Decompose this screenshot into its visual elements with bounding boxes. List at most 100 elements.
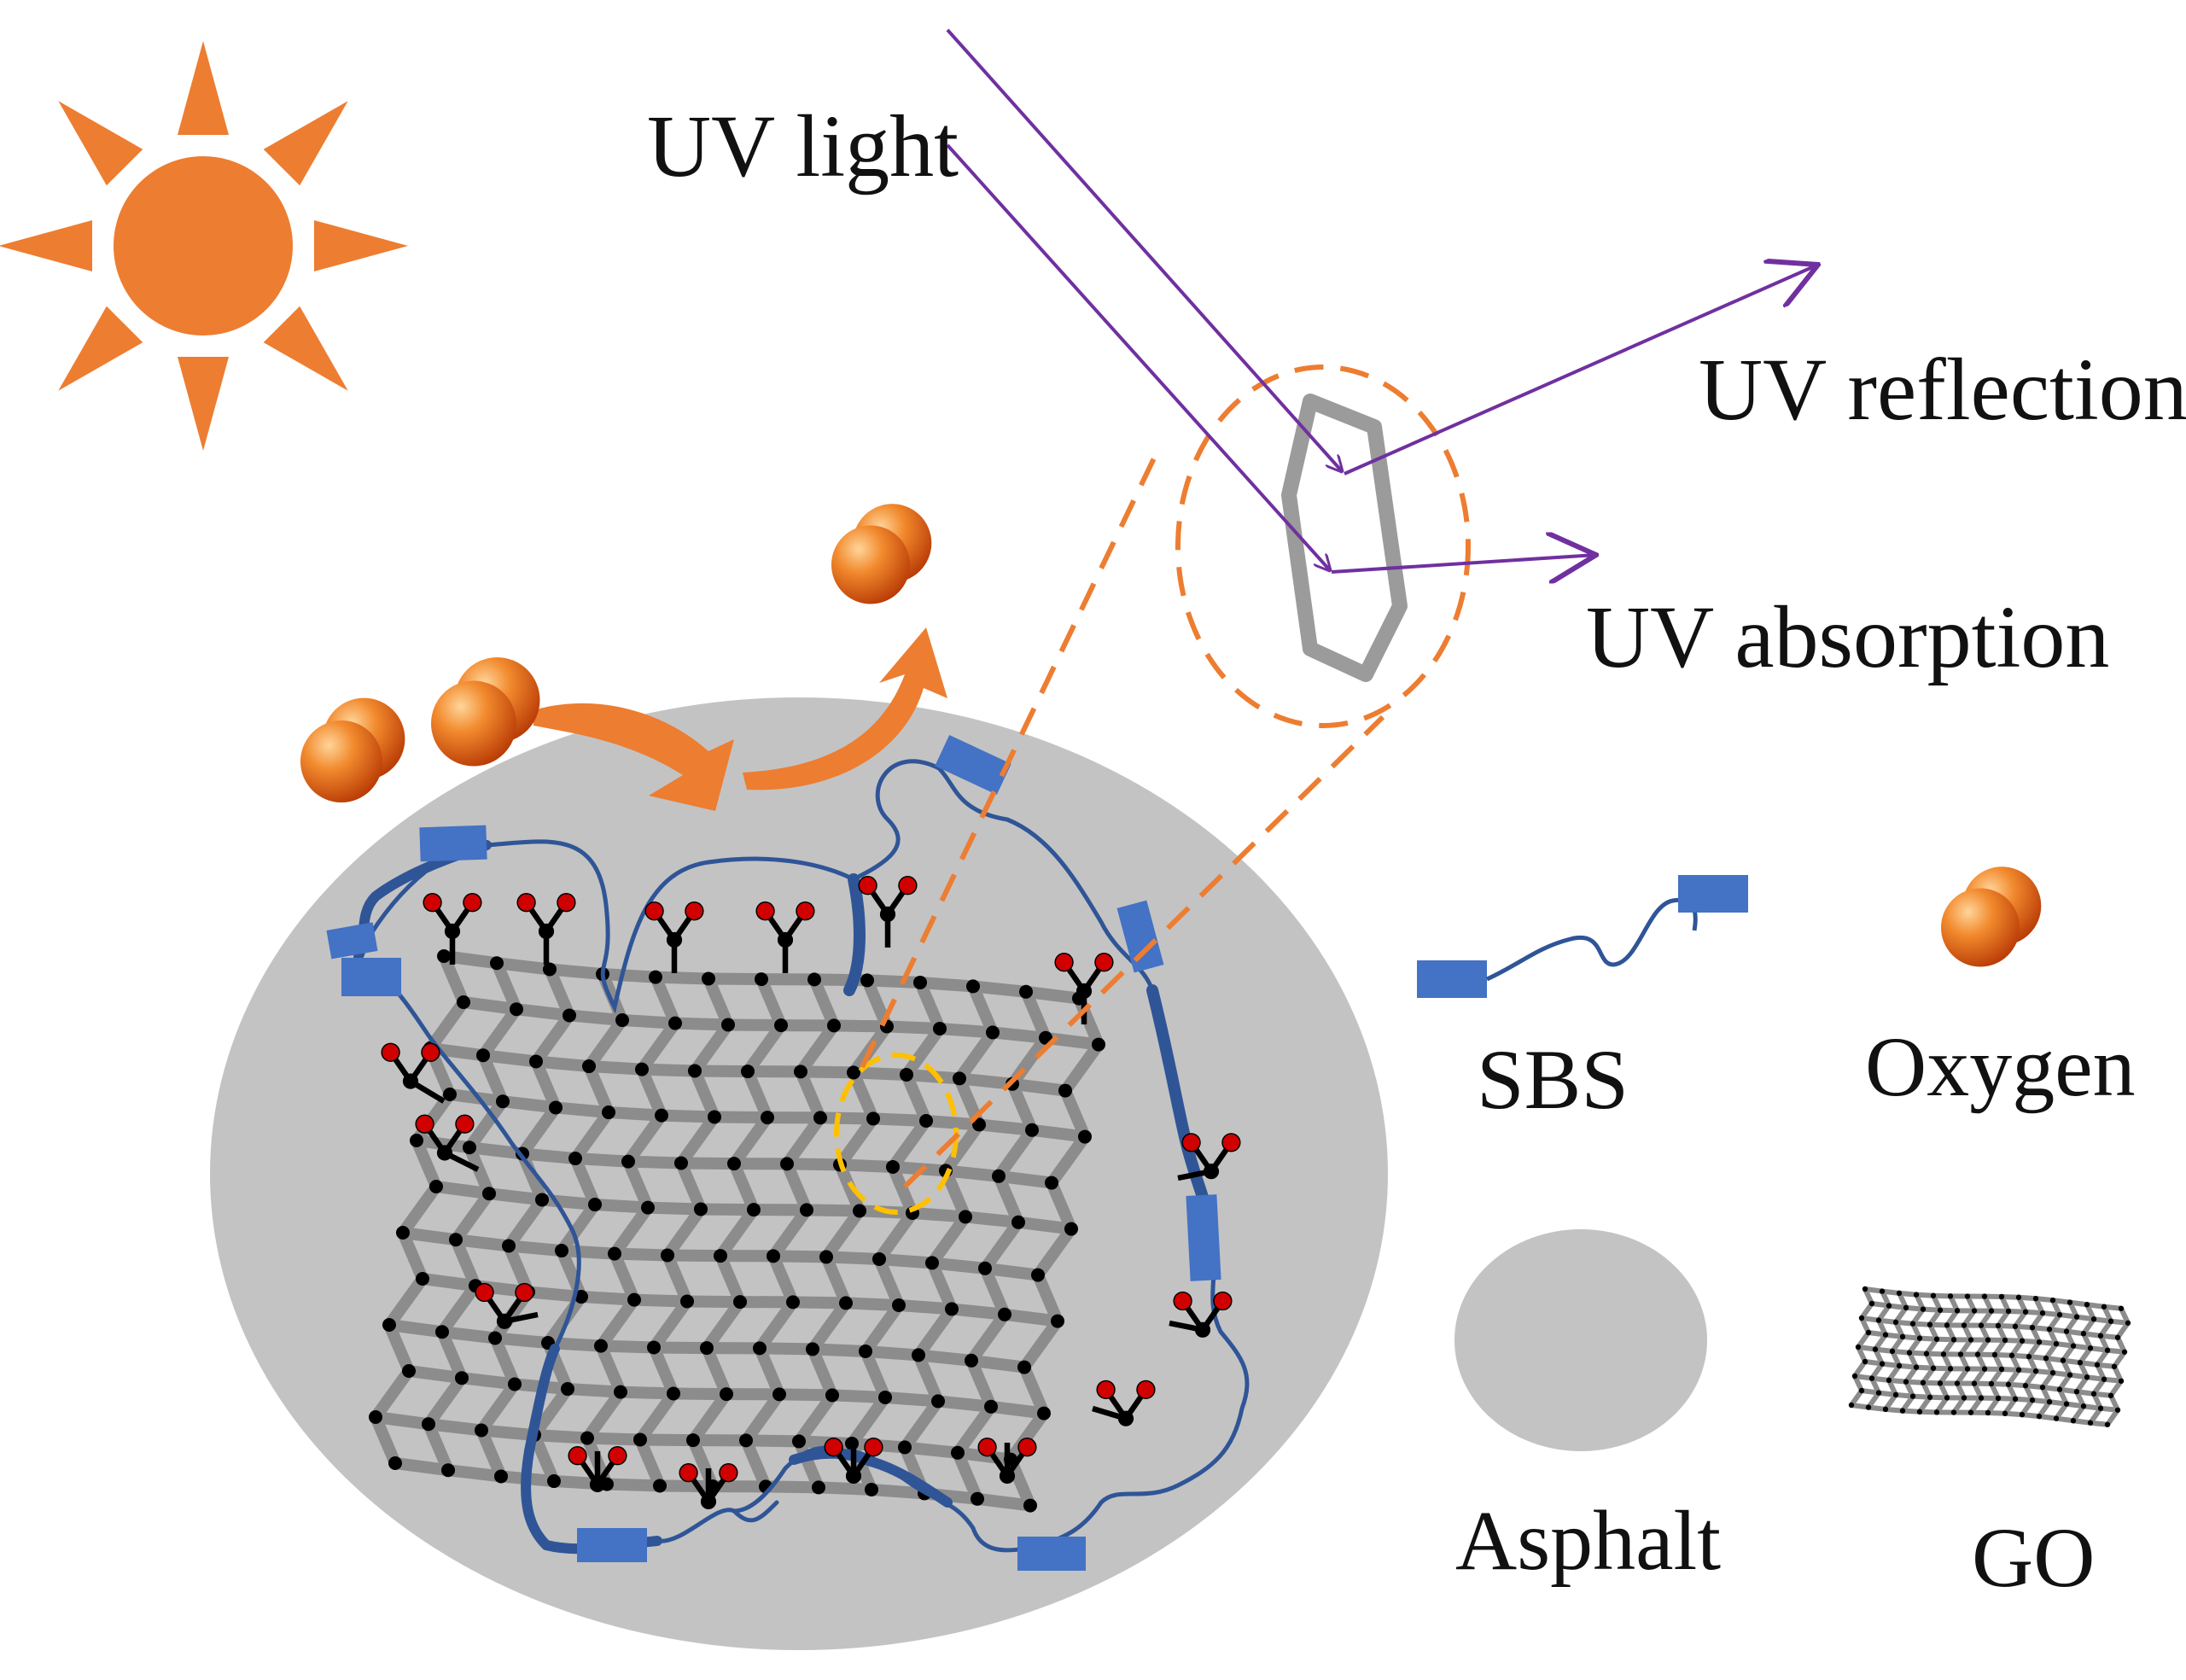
go-bond — [1883, 1406, 1905, 1414]
go-bond — [999, 1308, 1064, 1327]
go-bond — [1873, 1332, 1888, 1352]
go-carbon-atom — [580, 1431, 594, 1445]
go-carbon-atom — [2107, 1318, 2114, 1324]
go-bond — [1006, 1077, 1038, 1136]
legend-asphalt-label: Asphalt — [1455, 1493, 1722, 1588]
go-carbon-atom — [2090, 1316, 2097, 1322]
go-bond — [813, 1481, 877, 1496]
go-bond — [1018, 1315, 1064, 1374]
go-bond — [634, 1433, 699, 1447]
go-carbon-atom — [2066, 1299, 2073, 1305]
go-carbon-atom — [1875, 1317, 1882, 1323]
go-bond — [1059, 1084, 1091, 1143]
go-bond — [912, 1349, 944, 1408]
sun-ray — [58, 306, 143, 391]
go-bond — [695, 1203, 760, 1216]
go-bond — [689, 1018, 734, 1077]
go-carbon-atom — [1025, 1123, 1039, 1137]
go-carbon-atom — [1051, 1314, 1064, 1328]
go-carbon-atom — [971, 1491, 984, 1506]
go-carbon-atom — [369, 1410, 382, 1424]
go-bond — [899, 1395, 944, 1454]
go-bond — [946, 1303, 1011, 1321]
go-bond — [714, 1250, 746, 1309]
go-carbon-atom — [475, 1423, 488, 1438]
go-bond — [808, 973, 840, 1032]
go-bond — [820, 1251, 885, 1265]
go-carbon-atom — [747, 1203, 761, 1217]
go-carbon-atom — [847, 1065, 860, 1080]
go-bond — [1059, 1038, 1105, 1097]
go-bond — [675, 1111, 720, 1170]
go-bond — [848, 1066, 879, 1125]
go-bond — [595, 1339, 627, 1398]
go-carbon-atom — [2125, 1320, 2131, 1326]
go-bond — [2095, 1347, 2110, 1368]
go-carbon-atom — [1903, 1304, 1909, 1311]
go-bond — [648, 1341, 713, 1355]
go-carbon-atom — [827, 1018, 841, 1033]
go-carbon-atom — [396, 1226, 410, 1240]
legend-oxygen-label: Oxygen — [1865, 1019, 2136, 1114]
go-carbon-atom — [1868, 1300, 1875, 1307]
go-bond — [477, 1003, 522, 1062]
go-bond — [628, 1293, 693, 1308]
go-carbon-atom — [839, 1296, 853, 1310]
go-carbon-atom — [443, 1088, 457, 1101]
go-carbon-atom — [872, 1251, 886, 1266]
go-carbon-atom — [494, 1469, 508, 1484]
go-bond — [423, 1418, 454, 1477]
carboxyl-group — [516, 893, 576, 965]
go-carbon-atom — [2046, 1398, 2053, 1405]
go-carbon-atom — [2022, 1382, 2029, 1389]
go-bond — [2020, 1397, 2035, 1418]
go-carbon-atom — [2019, 1411, 2026, 1418]
go-carbon-atom — [2029, 1324, 2036, 1331]
go-bond — [2074, 1374, 2090, 1395]
go-carbon-atom — [2053, 1415, 2060, 1421]
go-carbon-atom — [1944, 1322, 1950, 1328]
go-carbon-atom — [1045, 1175, 1058, 1190]
go-carbon-atom — [965, 1353, 978, 1368]
go-carbon-atom — [1964, 1366, 1971, 1372]
go-carbon-atom — [574, 1290, 588, 1304]
oxygen-functional-groups — [381, 876, 1241, 1510]
go-bond — [650, 971, 714, 985]
go-carbon-atom — [2070, 1343, 2077, 1349]
oxygen-molecule-icon — [300, 697, 405, 802]
graphene-oxide-sheet — [369, 949, 1105, 1513]
go-carbon-atom — [966, 979, 980, 994]
go-bond — [1849, 1403, 1871, 1410]
go-carbon-atom — [435, 1325, 449, 1339]
go-carbon-atom — [1011, 1215, 1025, 1229]
go-bond — [687, 1388, 732, 1447]
go-bond — [675, 1157, 740, 1170]
go-bond — [436, 1326, 501, 1345]
go-carbon-atom — [1862, 1358, 1868, 1365]
go-bond — [436, 1326, 468, 1385]
go-carbon-atom — [1947, 1366, 1954, 1372]
go-carbon-atom — [1950, 1337, 1957, 1343]
go-carbon-atom — [1879, 1361, 1886, 1367]
asphalt-binder-ellipse — [210, 697, 1388, 1650]
go-bond — [2061, 1343, 2076, 1363]
go-carbon-atom — [402, 1364, 416, 1378]
go-bond — [654, 1479, 719, 1493]
go-bond — [2071, 1403, 2086, 1424]
go-carbon-atom — [1930, 1365, 1937, 1371]
go-carbon-atom — [1858, 1387, 1865, 1394]
go-carbon-atom — [2015, 1367, 2022, 1373]
go-bond — [1985, 1409, 2008, 1416]
go-bond — [912, 1349, 977, 1367]
go-carbon-atom — [653, 1479, 667, 1493]
go-bond — [636, 1063, 701, 1077]
go-carbon-atom — [476, 1048, 490, 1063]
go-bond — [616, 1014, 681, 1030]
go-carbon-atom — [582, 1059, 596, 1074]
go-carbon-atom — [1909, 1321, 1916, 1327]
go-carbon-atom — [1855, 1344, 1862, 1350]
go-carbon-atom — [912, 1348, 925, 1362]
go-bond — [840, 1297, 905, 1311]
go-bond — [536, 1193, 601, 1211]
go-carbon-atom — [388, 1456, 402, 1470]
